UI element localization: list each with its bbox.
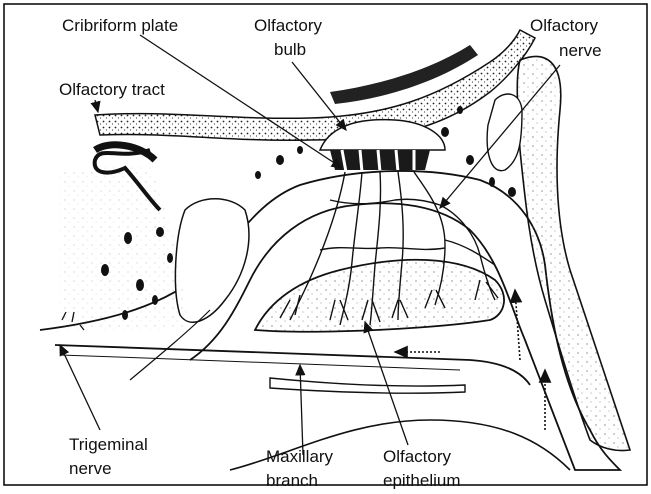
label-trigeminal-nerve-line2: nerve (69, 459, 112, 478)
pointer-trigeminal-nerve (60, 345, 100, 430)
pointer-cribriform-plate (140, 35, 342, 168)
bone-stipple-left (60, 165, 190, 330)
frontal-sinus (487, 94, 522, 171)
label-maxillary-branch-line2: branch (266, 471, 318, 489)
label-trigeminal-nerve-line1: Trigeminal (69, 435, 148, 454)
label-olfactory-epithelium-line2: epithelium (383, 471, 461, 489)
label-olfactory-nerve-line2: nerve (559, 41, 602, 60)
label-olfactory-bulb-line2: bulb (274, 40, 306, 59)
nasal-floor-line (55, 345, 530, 385)
label-olfactory-nerve-line1: Olfactory (530, 16, 599, 35)
nasal-bridge (517, 57, 630, 451)
label-maxillary-branch-line1: Maxillary (266, 447, 334, 466)
label-olfactory-bulb-line1: Olfactory (254, 16, 323, 35)
palate-strip (270, 378, 465, 393)
cribriform-plate (330, 150, 430, 172)
label-olfactory-tract: Olfactory tract (59, 80, 165, 99)
pointer-olfactory-tract (95, 100, 98, 112)
label-cribriform-plate: Cribriform plate (62, 16, 178, 35)
label-olfactory-epithelium-line1: Olfactory (383, 447, 452, 466)
pointer-maxillary-branch (300, 365, 303, 455)
